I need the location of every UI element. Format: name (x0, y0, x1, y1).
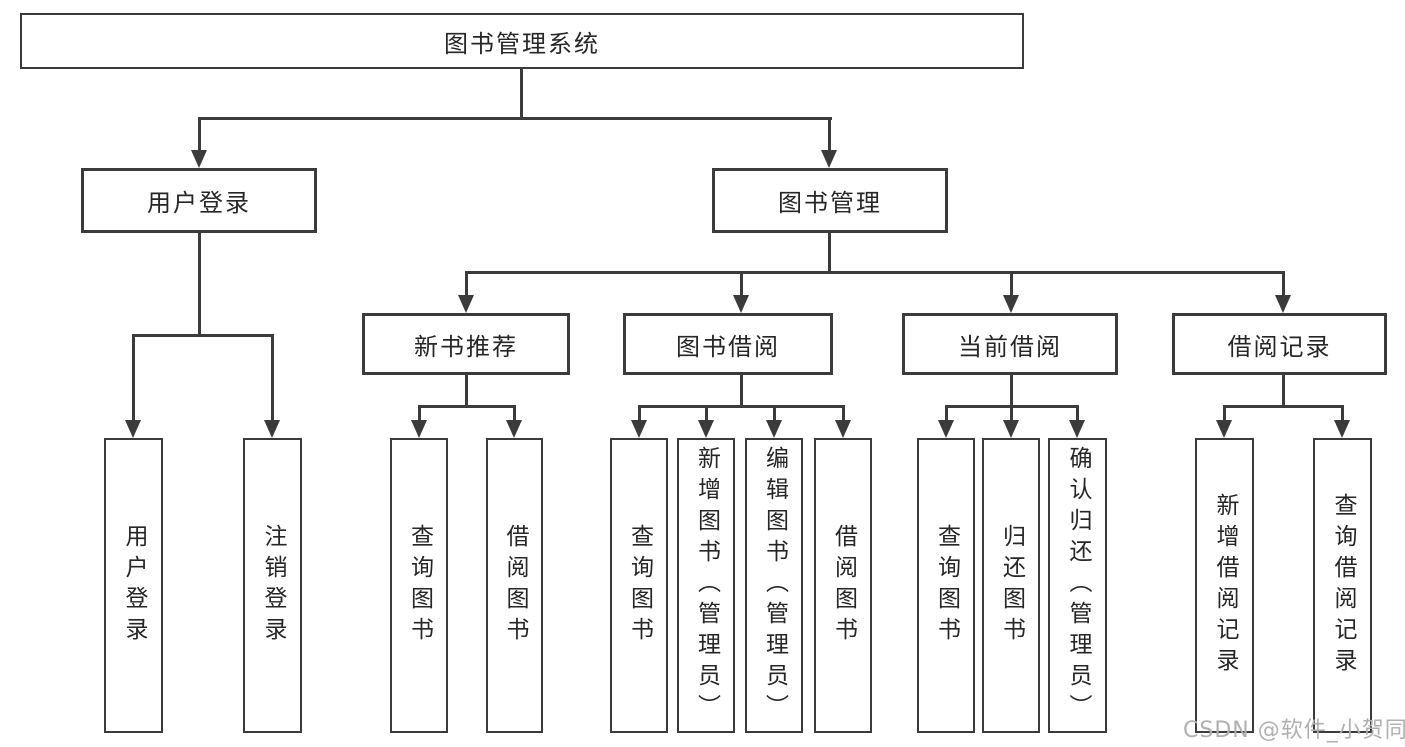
connector-to-rec-add (1223, 405, 1226, 425)
leaf-borrowing-search: 查询图书 (610, 438, 668, 733)
connector-records-stem (1282, 375, 1285, 407)
connector-root-stem (520, 69, 523, 118)
arrowhead-rec-search (1334, 420, 1350, 438)
connector-to-nb-search (418, 405, 421, 425)
arrowhead-borrowing (733, 295, 749, 313)
connector-records-bar (1223, 405, 1343, 408)
csdn-watermark: CSDN @软件_小贺同学 (1183, 718, 1405, 743)
connector-current-stem (1010, 375, 1013, 407)
connector-borrowing-stem (740, 375, 743, 407)
connector-to-book-mgmt (828, 117, 831, 153)
leaf-logout: 注销登录 (243, 438, 302, 733)
arrowhead-cur-search (938, 420, 954, 438)
connector-to-cur-return (1010, 405, 1013, 425)
leaf-borrowing-add-admin: 新增图书（管理员） (677, 438, 735, 733)
connector-to-br-add (705, 405, 708, 425)
connector-to-borrowing (740, 271, 743, 299)
connector-root-bar (198, 117, 832, 120)
connector-to-cur-confirm (1076, 405, 1079, 425)
connector-to-leaf-login (132, 334, 135, 424)
arrowhead-cur-confirm (1069, 420, 1085, 438)
connector-login-stem (198, 233, 201, 335)
connector-to-br-search (638, 405, 641, 425)
arrowhead-user-login (191, 150, 207, 168)
arrowhead-br-add (698, 420, 714, 438)
leaf-newbooks-search: 查询图书 (390, 438, 448, 733)
arrowhead-br-borrow (835, 420, 851, 438)
arrowhead-br-search (631, 420, 647, 438)
connector-to-leaf-logout (271, 334, 274, 424)
connector-to-nb-borrow (513, 405, 516, 425)
connector-mgmt-bar (465, 271, 1284, 274)
leaf-borrowing-edit-admin: 编辑图书（管理员） (745, 438, 803, 733)
node-borrowing: 图书借阅 (623, 313, 833, 375)
leaf-current-return: 归还图书 (982, 438, 1040, 733)
arrowhead-br-edit (766, 420, 782, 438)
node-book-mgmt: 图书管理 (712, 168, 948, 233)
arrowhead-current (1003, 295, 1019, 313)
connector-borrowing-bar (638, 405, 844, 408)
connector-to-current (1010, 271, 1013, 299)
connector-newbooks-bar (418, 405, 516, 408)
arrowhead-rec-add (1216, 420, 1232, 438)
arrowhead-leaf-logout (264, 420, 280, 438)
connector-to-rec-search (1341, 405, 1344, 425)
connector-to-records (1282, 271, 1285, 299)
arrowhead-book-mgmt (821, 150, 837, 168)
node-user-login: 用户登录 (81, 168, 317, 233)
leaf-borrowing-borrow: 借阅图书 (814, 438, 872, 733)
arrowhead-nb-borrow (506, 420, 522, 438)
connector-to-br-borrow (842, 405, 845, 425)
arrowhead-cur-return (1003, 420, 1019, 438)
node-new-books: 新书推荐 (362, 313, 570, 375)
leaf-records-search: 查询借阅记录 (1313, 438, 1372, 733)
leaf-current-search: 查询图书 (917, 438, 975, 733)
connector-login-bar (132, 334, 273, 337)
node-records: 借阅记录 (1172, 313, 1387, 375)
leaf-current-confirm-admin: 确认归还（管理员） (1048, 438, 1107, 733)
node-current: 当前借阅 (902, 313, 1118, 375)
connector-mgmt-stem (828, 233, 831, 274)
leaf-records-add: 新增借阅记录 (1195, 438, 1254, 733)
connector-newbooks-stem (465, 375, 468, 407)
arrowhead-new-books (458, 295, 474, 313)
leaf-newbooks-borrow: 借阅图书 (486, 438, 543, 733)
arrowhead-records (1275, 295, 1291, 313)
connector-to-cur-search (945, 405, 948, 425)
connector-to-br-edit (773, 405, 776, 425)
arrowhead-leaf-login (125, 420, 141, 438)
leaf-user-login: 用户登录 (104, 438, 163, 733)
arrowhead-nb-search (411, 420, 427, 438)
node-root: 图书管理系统 (20, 13, 1024, 69)
connector-to-new-books (465, 271, 468, 299)
connector-to-user-login (198, 117, 201, 153)
